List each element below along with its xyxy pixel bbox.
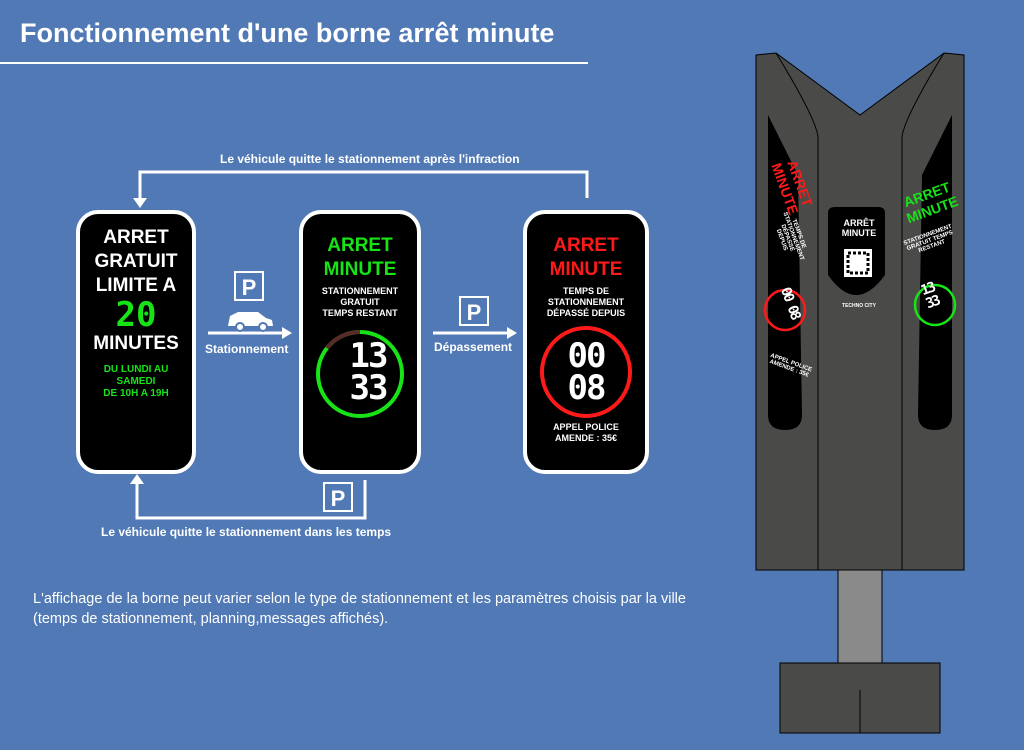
panel-title: MINUTE <box>549 259 623 280</box>
panel-text: LIMITE A <box>95 275 177 296</box>
panel-text: TEMPS RESTANT <box>322 308 398 318</box>
panel-text: STATIONNEMENT <box>547 297 625 307</box>
car-icon <box>228 312 273 332</box>
display-panel-initial: ARRET GRATUIT LIMITE A 20 MINUTES DU LUN… <box>76 210 196 474</box>
loop-top-label: Le véhicule quitte le stationnement aprè… <box>220 152 520 166</box>
panel-text: ARRET <box>103 227 169 248</box>
description-text: L'affichage de la borne peut varier selo… <box>33 591 686 627</box>
parking-sign-green-icon: P <box>323 482 353 512</box>
panel-title: ARRET <box>553 235 619 256</box>
bollard-illustration <box>755 52 965 734</box>
overtime-ring <box>540 326 632 418</box>
arrow-stationnement-label: Stationnement <box>205 342 289 356</box>
loop-bottom-label: Le véhicule quitte le stationnement dans… <box>101 525 392 539</box>
display-panel-overtime: ARRET MINUTE TEMPS DE STATIONNEMENT DÉPA… <box>523 210 649 474</box>
kiosk-brand: TECHNO CITY <box>842 303 876 309</box>
flow-arrows <box>130 170 589 520</box>
panel-text: STATIONNEMENT <box>321 286 399 296</box>
schedule-text: SAMEDI <box>116 376 156 387</box>
title-underline <box>0 62 588 64</box>
display-panel-countdown: ARRET MINUTE STATIONNEMENT GRATUIT TEMPS… <box>299 210 421 474</box>
panel-title: MINUTE <box>323 259 397 280</box>
page-title: Fonctionnement d'une borne arrêt minute <box>20 18 555 48</box>
arrow-depassement-label: Dépassement <box>434 340 513 354</box>
panel-text: MINUTES <box>93 333 179 354</box>
parking-sign-red-icon: P <box>459 296 489 326</box>
panel-text: AMENDE : 35€ <box>554 433 617 443</box>
parking-sign-icon: P <box>234 271 264 301</box>
panel-title: ARRET <box>327 235 393 256</box>
progress-ring <box>316 330 404 418</box>
schedule-text: DU LUNDI AU <box>103 364 169 375</box>
panel-text: DÉPASSÉ DEPUIS <box>546 308 626 318</box>
panel-text: GRATUIT <box>94 251 178 272</box>
panel-text: TEMPS DE <box>562 286 609 296</box>
schedule-text: DE 10H A 19H <box>103 388 169 399</box>
panel-text: APPEL POLICE <box>553 422 619 432</box>
limit-number: 20 <box>115 295 157 335</box>
panel-text: GRATUIT <box>340 297 380 307</box>
